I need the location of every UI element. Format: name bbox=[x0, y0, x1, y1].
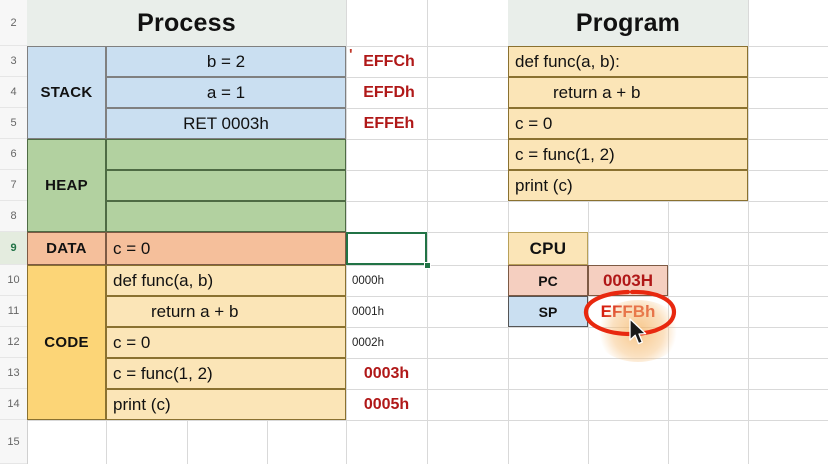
grid-line-horizontal bbox=[27, 201, 828, 202]
code-line-1[interactable]: return a + b bbox=[106, 296, 346, 327]
program-line-0[interactable]: def func(a, b): bbox=[508, 46, 748, 77]
data-slot-0[interactable]: c = 0 bbox=[106, 232, 346, 265]
register-name-sp: SP bbox=[508, 296, 588, 327]
heap-slot-2[interactable] bbox=[106, 201, 346, 232]
register-value-sp[interactable]: EFFBh bbox=[600, 301, 656, 321]
stack-marker: ' bbox=[349, 46, 353, 63]
program-title: Program bbox=[508, 0, 748, 46]
program-line-4[interactable]: print (c) bbox=[508, 170, 748, 201]
code-address-0[interactable]: 0000h bbox=[352, 274, 384, 287]
stack-slot-0[interactable]: b = 2 bbox=[106, 46, 346, 77]
row-header-2[interactable]: 2 bbox=[0, 0, 27, 46]
program-line-3[interactable]: c = func(1, 2) bbox=[508, 139, 748, 170]
selection-fill-handle[interactable] bbox=[424, 262, 431, 269]
section-label-stack: STACK bbox=[27, 46, 106, 139]
grid-line-horizontal bbox=[27, 232, 828, 233]
process-title: Process bbox=[27, 0, 346, 46]
row-header-5[interactable]: 5 bbox=[0, 108, 27, 139]
grid-line-horizontal bbox=[27, 389, 828, 390]
grid-line-horizontal bbox=[27, 46, 828, 47]
code-line-0[interactable]: def func(a, b) bbox=[106, 265, 346, 296]
selected-cell[interactable] bbox=[346, 232, 427, 265]
program-line-1[interactable]: return a + b bbox=[508, 77, 748, 108]
grid-line-horizontal bbox=[27, 358, 828, 359]
grid-line-horizontal bbox=[27, 77, 828, 78]
grid-line-horizontal bbox=[27, 327, 828, 328]
grid-line-horizontal bbox=[27, 170, 828, 171]
row-header-3[interactable]: 3 bbox=[0, 46, 27, 77]
row-header-6[interactable]: 6 bbox=[0, 139, 27, 170]
code-address-2[interactable]: 0002h bbox=[352, 336, 384, 349]
grid-line-horizontal bbox=[27, 420, 828, 421]
row-header-9[interactable]: 9 bbox=[0, 232, 27, 265]
program-line-2[interactable]: c = 0 bbox=[508, 108, 748, 139]
stack-address-0[interactable]: EFFCh bbox=[363, 52, 415, 70]
row-header-11[interactable]: 11 bbox=[0, 296, 27, 327]
row-header-14[interactable]: 14 bbox=[0, 389, 27, 420]
code-line-3[interactable]: c = func(1, 2) bbox=[106, 358, 346, 389]
code-address-4[interactable]: 0005h bbox=[363, 395, 410, 413]
code-address-3[interactable]: 0003h bbox=[363, 364, 410, 382]
code-line-2[interactable]: c = 0 bbox=[106, 327, 346, 358]
code-address-1[interactable]: 0001h bbox=[352, 305, 384, 318]
stack-address-2[interactable]: EFFEh bbox=[363, 114, 415, 132]
row-header-10[interactable]: 10 bbox=[0, 265, 27, 296]
stack-slot-1[interactable]: a = 1 bbox=[106, 77, 346, 108]
grid-line-horizontal bbox=[27, 296, 828, 297]
stack-address-1[interactable]: EFFDh bbox=[363, 83, 415, 101]
stack-slot-2[interactable]: RET 0003h bbox=[106, 108, 346, 139]
code-line-4[interactable]: print (c) bbox=[106, 389, 346, 420]
grid-line-horizontal bbox=[27, 108, 828, 109]
row-header-15[interactable]: 15 bbox=[0, 420, 27, 464]
heap-slot-1[interactable] bbox=[106, 170, 346, 201]
row-header-4[interactable]: 4 bbox=[0, 77, 27, 108]
register-name-pc: PC bbox=[508, 265, 588, 296]
grid-line-horizontal bbox=[27, 139, 828, 140]
row-header-8[interactable]: 8 bbox=[0, 201, 27, 232]
section-label-data: DATA bbox=[27, 232, 106, 265]
row-header-7[interactable]: 7 bbox=[0, 170, 27, 201]
heap-slot-0[interactable] bbox=[106, 139, 346, 170]
row-header-13[interactable]: 13 bbox=[0, 358, 27, 389]
register-value-pc[interactable]: 0003H bbox=[588, 265, 668, 296]
cpu-title: CPU bbox=[508, 232, 588, 265]
section-label-code: CODE bbox=[27, 265, 106, 420]
section-label-heap: HEAP bbox=[27, 139, 106, 232]
row-header-12[interactable]: 12 bbox=[0, 327, 27, 358]
